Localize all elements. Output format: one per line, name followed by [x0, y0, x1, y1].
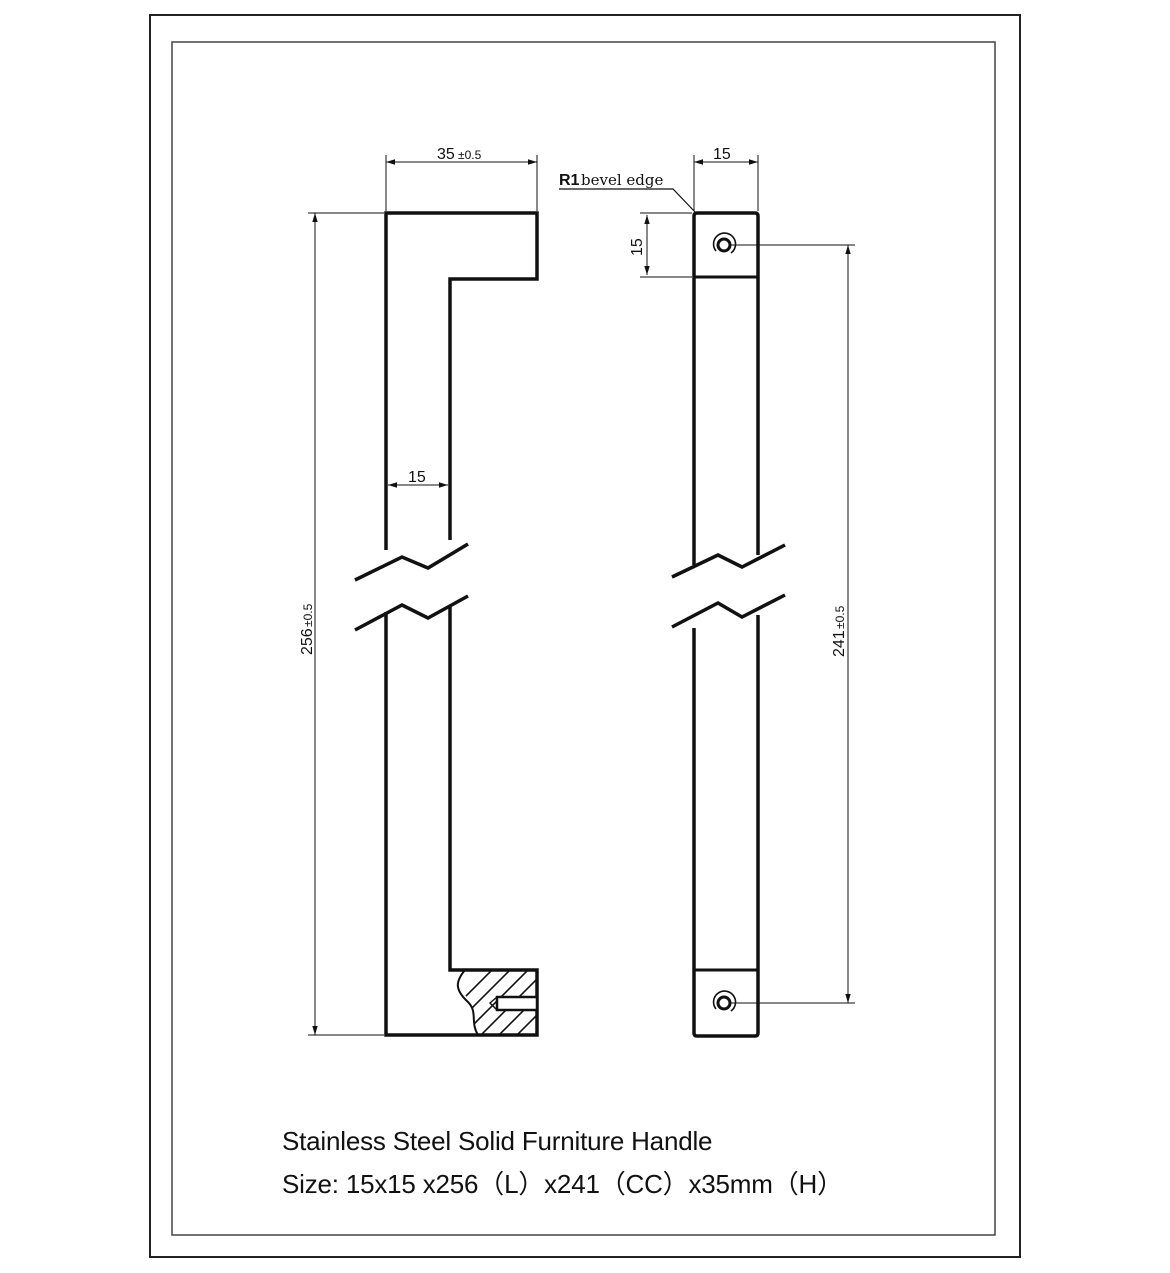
outer-frame — [149, 14, 1021, 1258]
product-title: Stainless Steel Solid Furniture Handle — [282, 1126, 713, 1156]
product-size: Size: 15x15 x256（L）x241（CC）x35mm（H） — [282, 1169, 843, 1199]
front-width-dim: 15 — [713, 146, 731, 163]
bar-width-dim: 15 — [408, 469, 426, 486]
depth-dim-tolerance: ±0.5 — [458, 148, 482, 162]
side-view — [308, 155, 539, 1037]
bevel-note-prefix: R1 — [559, 172, 580, 189]
height-dim-tolerance: ±0.5 — [301, 603, 315, 627]
inner-frame — [171, 41, 996, 1236]
front-view — [559, 155, 855, 1038]
depth-dim-value: 35 — [437, 146, 455, 163]
cc-dim-value: 241 — [831, 630, 848, 657]
bevel-note-text: bevel edge — [581, 171, 663, 189]
end-square-dim: 15 — [629, 238, 646, 256]
cc-dim-tolerance: ±0.5 — [833, 605, 847, 629]
height-dim-value: 256 — [299, 628, 316, 655]
